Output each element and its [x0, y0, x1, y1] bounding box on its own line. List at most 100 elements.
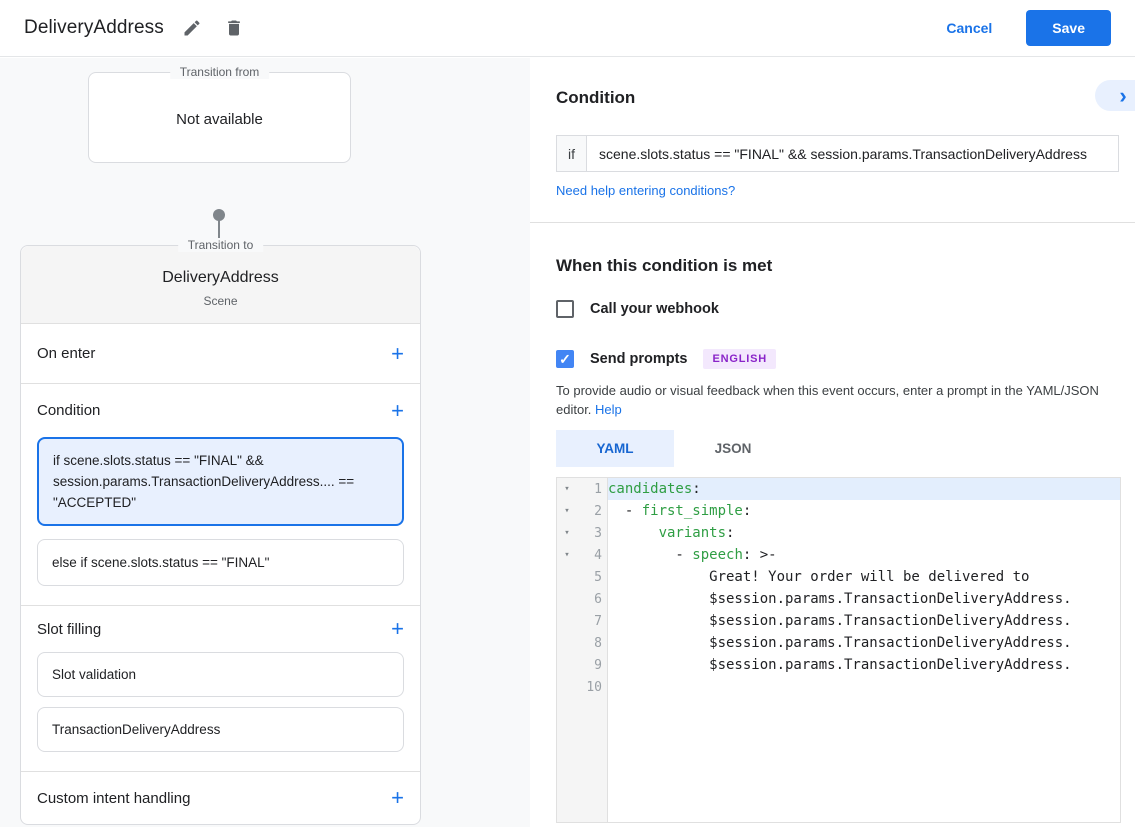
collapse-panel-button[interactable]: ›	[1095, 80, 1135, 111]
delete-scene-button[interactable]	[220, 14, 248, 42]
code-line[interactable]: candidates:	[608, 478, 1120, 500]
code-token: :	[726, 525, 735, 541]
code-line[interactable]: $session.params.TransactionDeliveryAddre…	[608, 654, 1120, 676]
scene-card-subtitle: Scene	[203, 294, 238, 308]
code-token: -	[608, 503, 642, 519]
condition-input-row: if scene.slots.status == "FINAL" && sess…	[556, 135, 1119, 172]
line-number: 1	[594, 481, 602, 497]
slot-validation-item[interactable]: Slot validation	[37, 652, 404, 697]
code-line[interactable]: - first_simple:	[608, 500, 1120, 522]
top-bar: DeliveryAddress Cancel Save	[0, 0, 1135, 57]
gutter-row: ▾1	[557, 478, 607, 500]
gutter-row: ▾3	[557, 522, 607, 544]
fold-arrow-icon[interactable]: ▾	[564, 506, 570, 516]
line-number: 8	[594, 635, 602, 651]
slot-filling-label: Slot filling	[37, 620, 102, 638]
fold-arrow-icon[interactable]: ▾	[564, 528, 570, 538]
transition-to-card: Transition to DeliveryAddress Scene On e…	[20, 238, 421, 825]
code-token: variants	[658, 525, 727, 541]
condition-input[interactable]: scene.slots.status == "FINAL" && session…	[599, 145, 1087, 162]
code-token: $session.params.TransactionDeliveryAddre…	[608, 657, 1072, 673]
gutter-row: 7	[557, 610, 607, 632]
send-prompts-label: Send prompts	[590, 351, 688, 367]
custom-intent-row[interactable]: Custom intent handling +	[21, 772, 420, 824]
code-token: first_simple	[641, 503, 743, 519]
editor-code-area[interactable]: candidates: - first_simple: variants: - …	[608, 478, 1120, 822]
transition-from-box[interactable]: Transition from Not available	[88, 65, 351, 163]
editor-tabs: YAML JSON	[556, 430, 792, 467]
code-line[interactable]: $session.params.TransactionDeliveryAddre…	[608, 588, 1120, 610]
transition-to-legend: Transition to	[177, 238, 264, 252]
code-line[interactable]: Great! Your order will be delivered to	[608, 566, 1120, 588]
fold-arrow-icon[interactable]: ▾	[564, 550, 570, 560]
condition-section-label: Condition	[37, 402, 101, 419]
condition-heading: Condition	[556, 88, 636, 107]
flow-canvas: Transition from Not available Transition…	[0, 58, 530, 827]
condition-section: Condition + if scene.slots.status == "FI…	[21, 384, 420, 606]
cancel-button[interactable]: Cancel	[946, 20, 993, 36]
code-token: -	[608, 547, 693, 563]
save-button[interactable]: Save	[1026, 10, 1111, 46]
add-condition-button[interactable]: +	[391, 397, 404, 423]
chevron-right-icon: ›	[1119, 82, 1127, 108]
code-token: :	[692, 481, 701, 497]
custom-intent-label: Custom intent handling	[37, 789, 191, 807]
call-webhook-checkbox[interactable]	[556, 300, 574, 318]
line-number: 9	[594, 657, 602, 673]
code-line[interactable]: variants:	[608, 522, 1120, 544]
line-number: 4	[594, 547, 602, 563]
line-number: 7	[594, 613, 602, 629]
prompt-description: To provide audio or visual feedback when…	[556, 381, 1126, 419]
send-prompts-checkbox[interactable]: ✓	[556, 350, 574, 368]
code-token: $session.params.TransactionDeliveryAddre…	[608, 613, 1072, 629]
line-number: 3	[594, 525, 602, 541]
webhook-row: Call your webhook	[556, 300, 719, 318]
add-slot-button[interactable]: +	[391, 616, 404, 641]
code-token: :	[742, 503, 752, 519]
add-custom-intent-button[interactable]: +	[391, 785, 404, 810]
panel-divider	[530, 222, 1135, 223]
code-token: $session.params.TransactionDeliveryAddre…	[608, 635, 1072, 651]
scene-card-header[interactable]: DeliveryAddress Scene	[21, 246, 420, 324]
condition-item-selected[interactable]: if scene.slots.status == "FINAL" && sess…	[37, 437, 404, 526]
line-number: 6	[594, 591, 602, 607]
gutter-row: 10	[557, 676, 607, 698]
code-token	[608, 525, 659, 541]
tab-yaml[interactable]: YAML	[556, 430, 674, 467]
on-enter-row[interactable]: On enter +	[21, 324, 420, 384]
add-on-enter-button[interactable]: +	[391, 340, 404, 366]
on-enter-label: On enter	[37, 345, 96, 362]
gutter-row: 5	[557, 566, 607, 588]
code-token: speech	[692, 547, 743, 563]
fold-arrow-icon[interactable]: ▾	[564, 484, 570, 494]
line-number: 5	[594, 569, 602, 585]
send-prompts-row: ✓ Send prompts ENGLISH	[556, 349, 776, 369]
gutter-row: ▾4	[557, 544, 607, 566]
code-line[interactable]: $session.params.TransactionDeliveryAddre…	[608, 610, 1120, 632]
gutter-row: 6	[557, 588, 607, 610]
line-number: 2	[594, 503, 602, 519]
edit-title-button[interactable]	[178, 14, 206, 42]
code-line[interactable]: - speech: >-	[608, 544, 1120, 566]
gutter-row: 8	[557, 632, 607, 654]
code-token: $session.params.TransactionDeliveryAddre…	[608, 591, 1072, 607]
slot-item[interactable]: TransactionDeliveryAddress	[37, 707, 404, 752]
code-token: candidates	[608, 481, 693, 497]
trash-icon	[224, 18, 244, 38]
condition-item[interactable]: else if scene.slots.status == "FINAL"	[37, 539, 404, 586]
condition-detail-panel: Condition › if scene.slots.status == "FI…	[530, 58, 1135, 827]
tab-json[interactable]: JSON	[674, 430, 792, 467]
prompt-description-text: To provide audio or visual feedback when…	[556, 383, 1099, 417]
call-webhook-label: Call your webhook	[590, 301, 719, 317]
if-prefix-label: if	[557, 136, 587, 171]
code-line[interactable]	[608, 676, 1120, 698]
code-token: : >-	[742, 547, 777, 563]
condition-help-link[interactable]: Need help entering conditions?	[556, 183, 736, 198]
code-token: Great! Your order will be delivered to	[608, 569, 1030, 585]
help-link[interactable]: Help	[595, 402, 622, 417]
transition-from-content: Not available	[176, 111, 263, 128]
code-line[interactable]: $session.params.TransactionDeliveryAddre…	[608, 632, 1120, 654]
transition-from-legend: Transition from	[169, 65, 270, 79]
